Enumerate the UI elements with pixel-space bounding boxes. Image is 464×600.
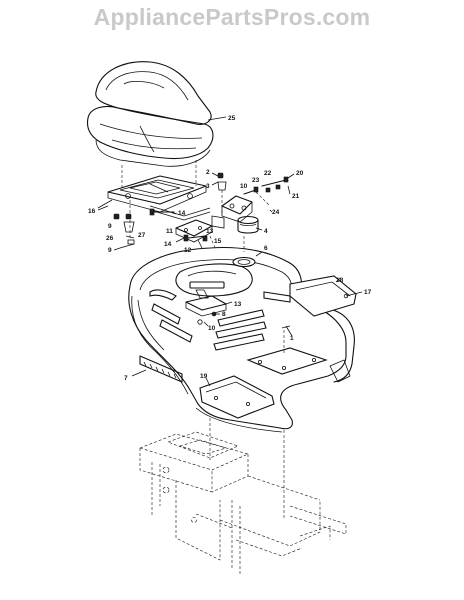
callout-21: 21 [292, 193, 300, 200]
seat-adjust-strip [131, 355, 183, 383]
callout-11: 11 [166, 228, 173, 235]
callout-27: 27 [138, 232, 146, 239]
callout-2: 2 [206, 169, 210, 176]
callout-6: 6 [264, 245, 268, 252]
right-foot-mat [289, 275, 363, 317]
callout-19: 19 [200, 373, 208, 380]
callout-1: 1 [290, 335, 294, 342]
tractor-frame [139, 418, 347, 574]
callout-26: 26 [106, 235, 114, 242]
callout-9: 9 [108, 223, 112, 230]
seat [86, 61, 227, 167]
callout-20: 20 [296, 170, 304, 177]
callout-4: 4 [264, 228, 268, 235]
callout-16: 16 [88, 208, 96, 215]
callout-23: 23 [252, 177, 260, 184]
callout-13: 13 [234, 301, 242, 308]
callout-15: 15 [214, 238, 222, 245]
callout-14: 14 [178, 210, 186, 217]
callout-12: 12 [184, 247, 192, 254]
hardware-right [211, 172, 289, 252]
callout-25: 25 [228, 115, 236, 122]
callout-13: 13 [206, 228, 214, 235]
callout-7: 7 [124, 375, 128, 382]
callout-22: 22 [264, 170, 272, 177]
callout-10: 10 [240, 183, 248, 190]
callout-8: 8 [222, 311, 226, 318]
fender-body [128, 246, 355, 433]
watermark: AppliancePartsPros.com [93, 4, 371, 30]
callout-10: 10 [208, 325, 216, 332]
callout-24: 24 [272, 209, 280, 216]
callout-3: 3 [206, 183, 210, 190]
leader-lines [97, 172, 341, 387]
callout-9: 9 [108, 247, 112, 254]
callout-18: 18 [336, 277, 344, 284]
callout-17: 17 [364, 289, 372, 296]
callout-labels: 25 2 3 10 23 22 20 21 24 16 14 9 11 13 4… [88, 115, 372, 382]
callout-14: 14 [164, 241, 172, 248]
